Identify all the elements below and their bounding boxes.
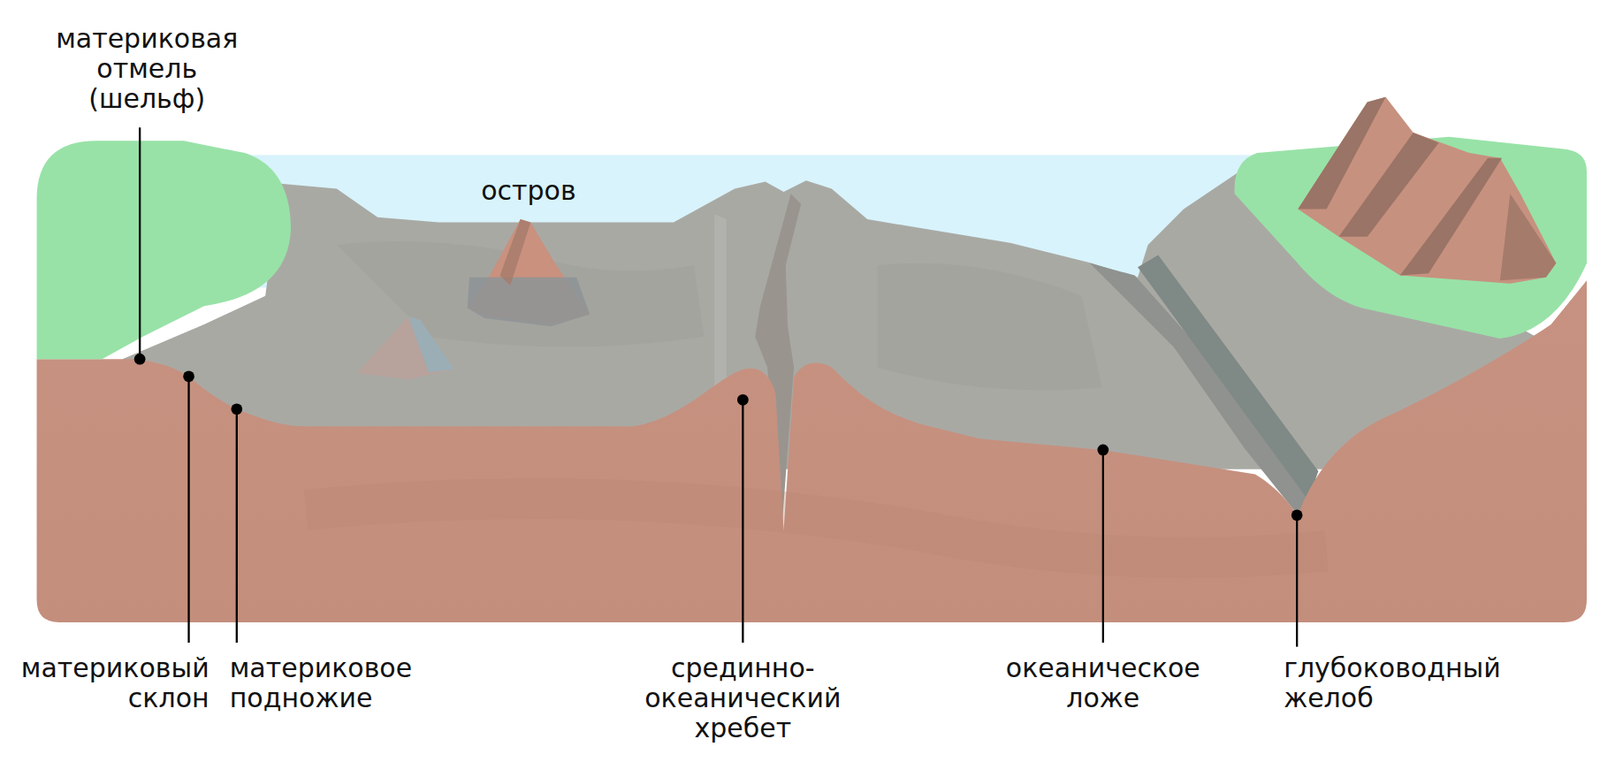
leader-dots	[134, 353, 1303, 521]
leader-dot	[1291, 509, 1303, 521]
mountain-shadow	[1400, 158, 1502, 276]
leader-dot	[737, 394, 749, 406]
left-continent	[37, 140, 291, 359]
leader-dot	[230, 403, 243, 415]
callout-label: глубоководный желоб	[1283, 653, 1523, 714]
ridge-highlight	[714, 213, 727, 388]
callout-label: материковый склон	[19, 653, 210, 714]
callout-label: материковая отмель (шельф)	[43, 23, 252, 115]
seamount-shade	[408, 316, 455, 373]
island-shadow	[500, 219, 532, 286]
leader-line	[1102, 449, 1105, 643]
leader-dot	[134, 353, 146, 366]
callout-label: материковое подножие	[229, 653, 420, 714]
leader-line	[741, 399, 744, 643]
earth-crust	[37, 280, 1587, 623]
leader-line	[236, 409, 238, 643]
leader-dot	[1097, 444, 1109, 457]
seamount	[357, 316, 455, 381]
leader-line	[138, 127, 141, 359]
callout-label: океаническое ложе	[997, 653, 1210, 714]
callout-label: срединно-океанический хребет	[609, 653, 876, 744]
floor-shade	[877, 263, 1103, 391]
callout-label: остров	[440, 175, 618, 206]
mountain-shadow	[1338, 132, 1439, 237]
leader-lines	[139, 127, 1297, 647]
island-underwater	[467, 277, 591, 327]
leader-dot	[182, 370, 195, 382]
mountains	[1297, 97, 1556, 284]
leader-line	[1295, 515, 1298, 648]
crust-shade	[305, 498, 1326, 558]
mountain-shadow	[1500, 193, 1556, 281]
leader-line	[187, 376, 190, 643]
